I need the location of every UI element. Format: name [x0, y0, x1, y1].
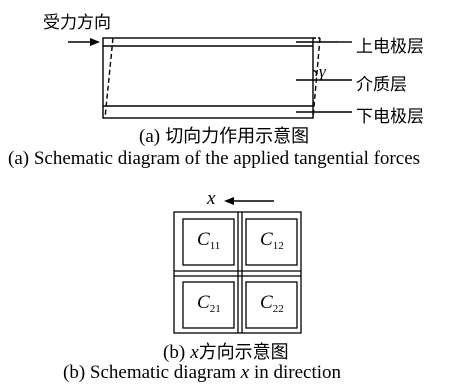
dielectric-label: 介质层 [356, 75, 407, 95]
force-arrow [68, 38, 100, 46]
top-electrode-label: 上电极层 [356, 37, 424, 57]
caption-b-cn: (b) x方向示意图 [163, 338, 289, 364]
sensor-cross-section [102, 37, 352, 119]
caption-a-cn-prefix: (a) [139, 126, 161, 147]
sheared-left-edge [104, 37, 114, 119]
caption-a-cn: (a) 切向力作用示意图 [139, 122, 309, 148]
shear-angle-label: γ [319, 62, 326, 81]
cell-c21 [182, 281, 235, 329]
caption-b-cn-x: x [190, 342, 199, 363]
cell-c22-label: C22 [260, 292, 284, 315]
caption-b-en-suffix: in direction [253, 362, 342, 383]
force-direction-label: 受力方向 [43, 13, 111, 33]
cell-c11 [182, 218, 235, 266]
caption-b-en: (b) Schematic diagram x in direction [63, 362, 341, 384]
caption-b-cn-prefix: (b) [163, 342, 186, 363]
x-direction-arrow [224, 197, 274, 205]
cell-c12-label: C12 [260, 229, 284, 252]
capacitor-array [173, 211, 302, 334]
bottom-electrode-label: 下电极层 [356, 107, 424, 127]
x-axis-label: x [207, 188, 216, 209]
shear-angle-arc [312, 69, 318, 77]
caption-b-en-x: x [240, 362, 250, 383]
caption-b-en-prefix: (b) Schematic diagram [63, 362, 237, 383]
caption-b-cn-text: 方向示意图 [198, 342, 289, 363]
caption-a-cn-text: 切向力作用示意图 [165, 126, 310, 147]
sensor-outline [102, 37, 314, 119]
cell-c22 [245, 281, 298, 329]
sheared-right-edge [312, 37, 321, 119]
cell-c12 [245, 218, 298, 266]
cell-c21-label: C21 [197, 292, 221, 315]
caption-a-en: (a) Schematic diagram of the applied tan… [8, 148, 421, 169]
cell-c11-label: C11 [197, 229, 221, 252]
